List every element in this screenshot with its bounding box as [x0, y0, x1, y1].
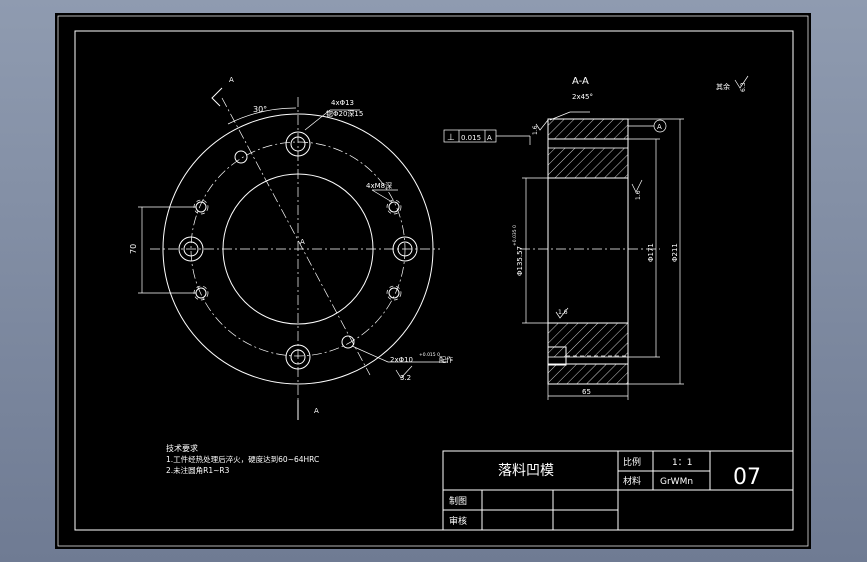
datum-a-marker	[653, 119, 667, 133]
counterbored-hole-bottom	[285, 344, 311, 370]
counterbored-hole-right	[392, 236, 418, 262]
thread-callout: 4xM8深	[366, 181, 392, 190]
svg-text:0.015: 0.015	[461, 134, 481, 142]
thread-hole-lr	[386, 285, 402, 301]
pin-hole-lr	[341, 335, 355, 349]
hatch-top-1	[547, 118, 629, 140]
tech-line-1: 1.工件经热处理后淬火，硬度达到60~64HRC	[166, 454, 319, 464]
title-block: 落料凹模 比例 1：1 材料 GrWMn 07 制图 审核	[442, 450, 794, 531]
datum-label: A	[657, 123, 662, 131]
roughness-right: 1.6	[635, 190, 642, 200]
inner-dia-tol: +0.035 0	[512, 225, 518, 246]
scale-value: 1：1	[672, 458, 692, 468]
section-mark-top: A	[229, 76, 234, 84]
pin-hole-suffix: 配作	[439, 355, 453, 364]
roughness-top: 1.6	[532, 125, 539, 135]
thread-hole-ur	[386, 199, 402, 215]
height-dimension: 70	[129, 244, 138, 254]
pin-hole-ul	[234, 150, 248, 164]
section-view: A-A 2x45° ⊥ 0.015 A	[443, 76, 684, 400]
roughness-bottom: 1.6	[558, 309, 568, 316]
hatch-top-2	[547, 147, 629, 179]
outer-circle	[162, 113, 434, 385]
svg-text:6.3: 6.3	[740, 82, 747, 92]
chamfer-label: 2x45°	[572, 93, 593, 101]
tech-requirements: 技术要求 1.工件经热处理后淬火，硬度达到60~64HRC 2.未注圆角R1~R…	[166, 443, 319, 475]
drawing-canvas	[55, 13, 811, 549]
inner-circle	[222, 173, 374, 325]
svg-text:A: A	[487, 134, 492, 142]
width-dimension: 65	[582, 388, 591, 396]
tolerance-frame: ⊥ 0.015 A	[443, 129, 531, 145]
svg-text:⊥: ⊥	[447, 133, 455, 143]
inner-dia-label: Φ135.57	[516, 246, 524, 276]
hatch-bottom-2	[547, 363, 629, 385]
dia-171: Φ171	[647, 243, 655, 262]
drawn-by-label: 制图	[449, 495, 467, 507]
inner-border	[74, 30, 794, 531]
center-label: A	[300, 238, 305, 246]
section-title: A-A	[572, 76, 589, 87]
drawing-number: 07	[733, 465, 761, 490]
tech-title: 技术要求	[166, 443, 198, 453]
hatch-bottom-1	[547, 322, 629, 358]
material-value: GrWMn	[660, 477, 693, 487]
holes-callout-line1: 4xΦ13	[331, 99, 354, 107]
section-mark-bottom: A	[314, 407, 319, 415]
pin-hole-callout: 2xΦ10	[390, 356, 413, 364]
dia-211: Φ211	[671, 243, 679, 262]
roughness-value: 3.2	[400, 374, 411, 382]
part-name: 落料凹模	[498, 463, 554, 479]
angle-label: 30°	[253, 105, 267, 114]
material-label: 材料	[623, 475, 641, 487]
scale-label: 比例	[623, 456, 641, 468]
outer-border	[57, 15, 809, 547]
checked-by-label: 审核	[449, 515, 467, 527]
counterbored-hole-top	[285, 131, 311, 157]
counterbored-hole-left	[178, 236, 204, 262]
svg-text:其余: 其余	[716, 82, 730, 91]
front-view: A A A 30° 4xΦ13 锪Φ20深15 4xM8深 70 2xΦ10 +…	[129, 76, 453, 420]
pin-hole-tol: +0.015 0	[419, 352, 440, 358]
other-roughness: 其余 6.3	[716, 75, 749, 92]
tech-line-2: 2.未注圆角R1~R3	[166, 465, 230, 475]
holes-callout-line2: 锪Φ20深15	[326, 109, 363, 118]
